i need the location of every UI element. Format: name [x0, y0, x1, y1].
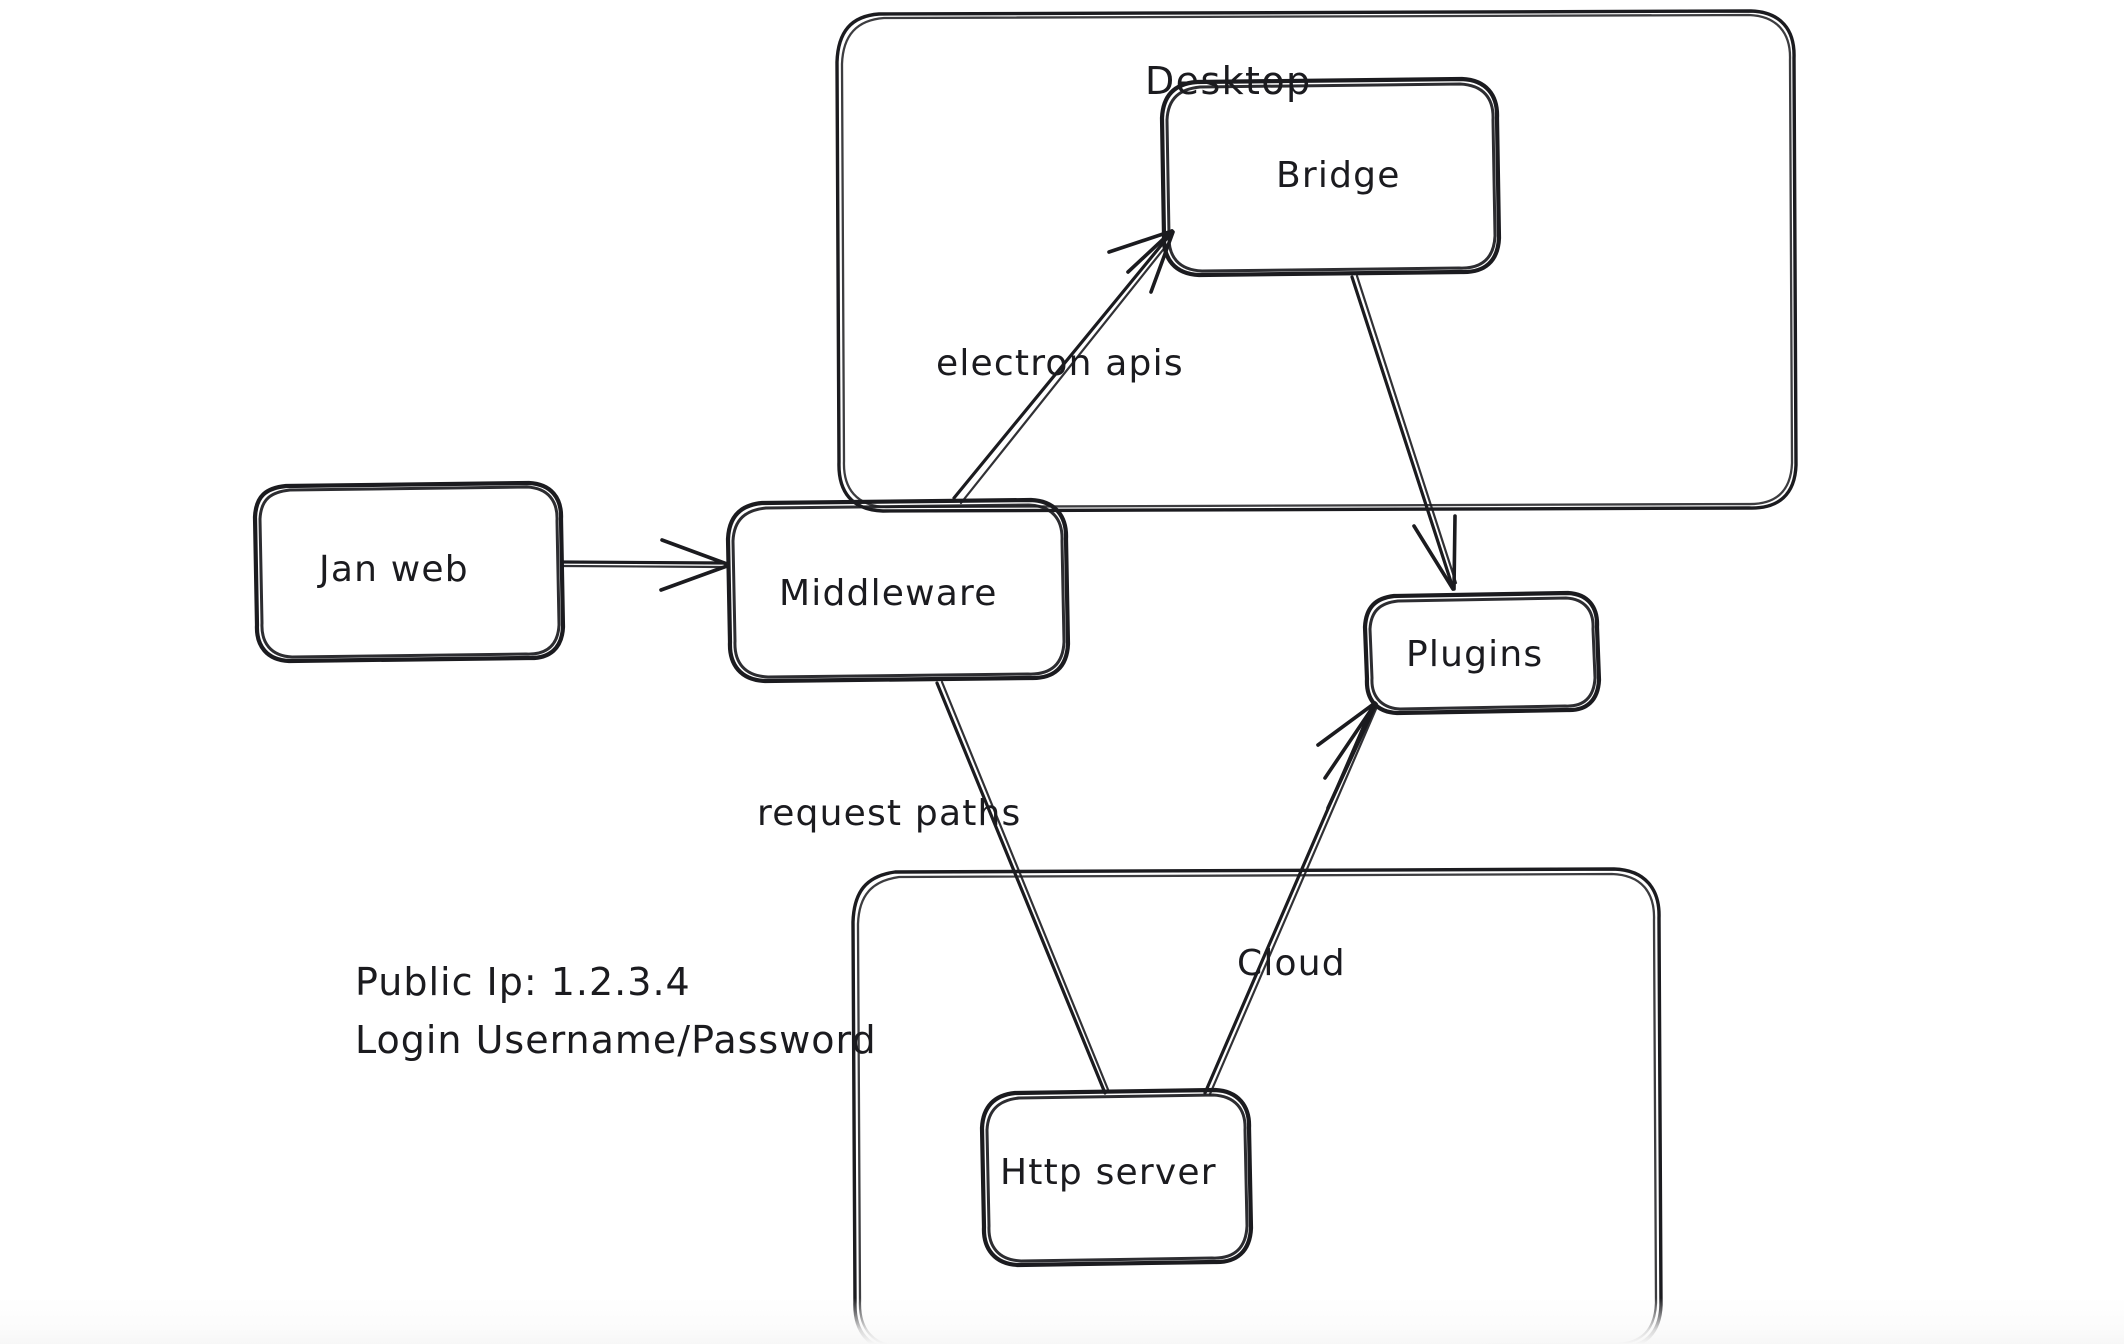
node-plugins[interactable]: Plugins: [1362, 590, 1602, 716]
note-block: Public Ip: 1.2.3.4 Login Username/Passwo…: [355, 960, 877, 1062]
node-plugins-label: Plugins: [1406, 634, 1543, 675]
node-http-server-label: Http server: [1000, 1152, 1217, 1193]
edge-cloud-label: Cloud: [1237, 943, 1346, 984]
node-middleware-label: Middleware: [779, 573, 998, 614]
edge-web-to-middleware[interactable]: [561, 538, 729, 592]
node-http-server[interactable]: Http server: [979, 1087, 1254, 1268]
node-jan-web-label: Jan web: [317, 549, 469, 590]
node-bridge-label: Bridge: [1276, 155, 1401, 196]
edge-bridge-to-plugins[interactable]: [1350, 274, 1458, 591]
node-bridge[interactable]: Bridge: [1159, 76, 1502, 278]
edge-request-paths-label: request paths: [757, 793, 1022, 834]
node-middleware[interactable]: Middleware: [725, 497, 1071, 684]
edge-middleware-to-bridge[interactable]: electron apis: [936, 229, 1184, 505]
note-login: Login Username/Password: [355, 1018, 877, 1062]
edge-electron-apis-label: electron apis: [936, 343, 1184, 384]
note-public-ip: Public Ip: 1.2.3.4: [355, 960, 691, 1004]
node-jan-web[interactable]: Jan web: [252, 480, 566, 664]
edge-middleware-to-http[interactable]: request paths: [757, 680, 1111, 1095]
container-cloud[interactable]: [851, 867, 1663, 1344]
edge-http-to-plugins[interactable]: Cloud: [1203, 701, 1378, 1096]
